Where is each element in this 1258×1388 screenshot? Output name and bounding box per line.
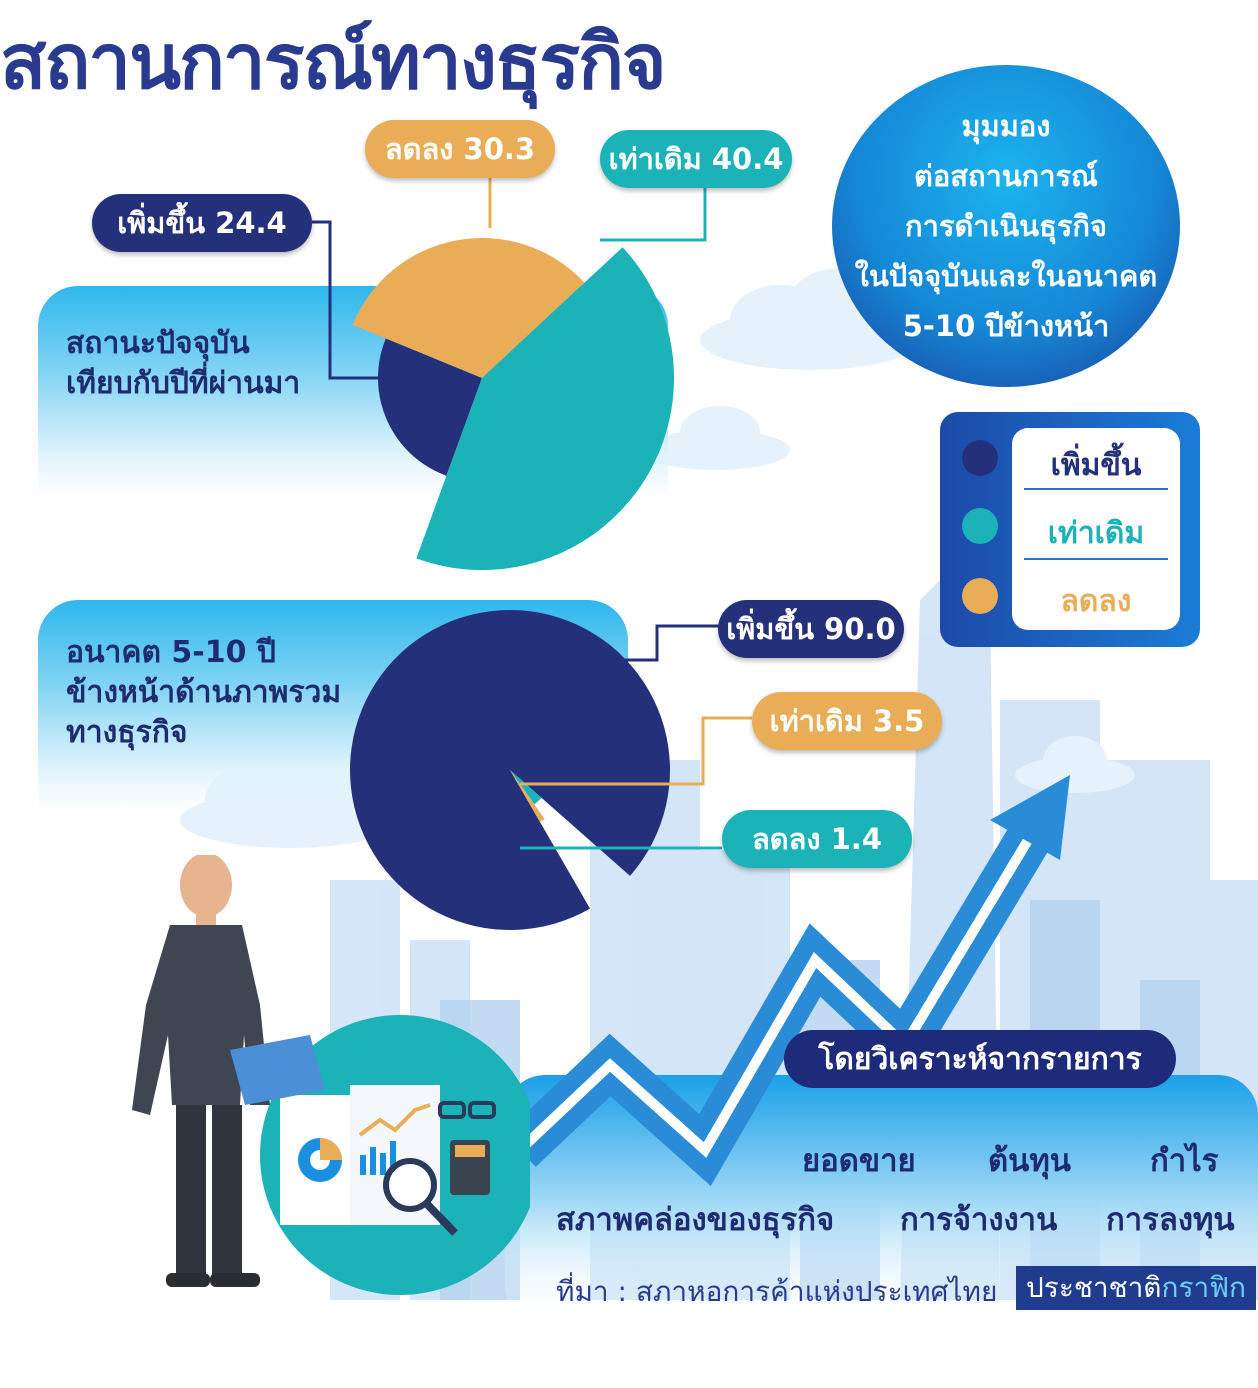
legend-dot-same bbox=[962, 508, 998, 544]
brand-part1: ประชาชาติ bbox=[1026, 1271, 1162, 1304]
pie-future-slice-3 bbox=[510, 770, 545, 822]
chart2-title-line-2: ข้างหน้าด้านภาพรวม bbox=[66, 675, 342, 710]
man-head bbox=[180, 855, 232, 917]
pie-current-slice-3 bbox=[416, 247, 675, 570]
brand-logo: ประชาชาติกราฟิก bbox=[1016, 1266, 1256, 1310]
pie-future-slice-2 bbox=[510, 770, 542, 805]
legend: เพิ่มขึ้น เท่าเดิม ลดลง bbox=[940, 412, 1200, 647]
folder-icon bbox=[230, 1035, 325, 1105]
perspective-line-5: 5-10 ปีข้างหน้า bbox=[902, 309, 1110, 343]
factor-investment: การลงทุน bbox=[1106, 1202, 1235, 1238]
legend-labels: เพิ่มขึ้น เท่าเดิม ลดลง bbox=[1012, 428, 1180, 630]
factor-liquidity: สภาพคล่องของธุรกิจ bbox=[556, 1202, 835, 1238]
leader-line-same-future bbox=[520, 716, 752, 786]
factor-employment: การจ้างงาน bbox=[900, 1202, 1058, 1238]
pie-future-slice-1 bbox=[350, 609, 671, 930]
label-decrease-future: ลดลง 1.4 bbox=[722, 810, 912, 868]
legend-divider bbox=[1024, 558, 1168, 560]
businessman-illustration bbox=[132, 855, 530, 1295]
factor-sales: ยอดขาย bbox=[802, 1143, 916, 1179]
chart1-title-line-2: เทียบกับปีที่ผ่านมา bbox=[66, 366, 301, 401]
label-same-current: เท่าเดิม 40.4 bbox=[600, 130, 792, 188]
pie-chart-future bbox=[350, 609, 671, 930]
legend-label-increase: เพิ่มขึ้น bbox=[1050, 448, 1142, 483]
line-graph-icon bbox=[358, 1103, 431, 1137]
legend-label-same: เท่าเดิม bbox=[1047, 516, 1145, 551]
perspective-line-3: การดำเนินธุรกิจ bbox=[905, 209, 1107, 243]
chart2-title-line-1: อนาคต 5-10 ปี bbox=[66, 635, 276, 670]
legend-divider bbox=[1024, 488, 1168, 490]
factors-heading: โดยวิเคราะห์จากรายการ bbox=[784, 1030, 1176, 1088]
label-same-future: เท่าเดิม 3.5 bbox=[752, 692, 942, 750]
label-increase-current: เพิ่มขึ้น 24.4 bbox=[92, 194, 312, 252]
brand-part2: กราฟิก bbox=[1161, 1271, 1247, 1304]
glasses-icon bbox=[438, 1101, 496, 1119]
legend-dot-increase bbox=[962, 440, 998, 476]
legend-dot-decrease bbox=[962, 578, 998, 614]
leader-line-increase-current bbox=[312, 220, 382, 380]
factor-cost: ต้นทุน bbox=[988, 1143, 1071, 1179]
pie-current-slice-2 bbox=[352, 238, 585, 378]
label-decrease-current: ลดลง 30.3 bbox=[365, 120, 555, 178]
pie-chart-current bbox=[352, 238, 675, 570]
page-title: สถานการณ์ทางธุรกิจ bbox=[0, 17, 667, 106]
leader-line-increase-future bbox=[625, 624, 720, 662]
label-increase-future: เพิ่มขึ้น 90.0 bbox=[718, 600, 904, 658]
perspective-circle: มุมมอง ต่อสถานการณ์ การดำเนินธุรกิจ ในปั… bbox=[832, 65, 1180, 387]
magnifier-icon bbox=[383, 1158, 437, 1212]
legend-label-decrease: ลดลง bbox=[1060, 584, 1132, 619]
perspective-line-4: ในปัจจุบันและในอนาคต bbox=[854, 259, 1158, 293]
chart2-title-line-3: ทางธุรกิจ bbox=[66, 715, 188, 750]
leader-line-same-current bbox=[600, 186, 707, 242]
chart2-title: อนาคต 5-10 ปี ข้างหน้าด้านภาพรวม ทางธุรก… bbox=[66, 633, 341, 753]
source-note: ที่มา : สภาหอการค้าแห่งประเทศไทย bbox=[556, 1275, 998, 1308]
perspective-line-2: ต่อสถานการณ์ bbox=[914, 159, 1098, 193]
chart1-title: สถานะปัจจุบัน เทียบกับปีที่ผ่านมา bbox=[66, 324, 300, 404]
pie-current-slice-1 bbox=[378, 338, 482, 476]
chart1-title-line-1: สถานะปัจจุบัน bbox=[66, 326, 250, 361]
factor-profit: กำไร bbox=[1150, 1143, 1219, 1179]
perspective-line-1: มุมมอง bbox=[961, 109, 1051, 143]
